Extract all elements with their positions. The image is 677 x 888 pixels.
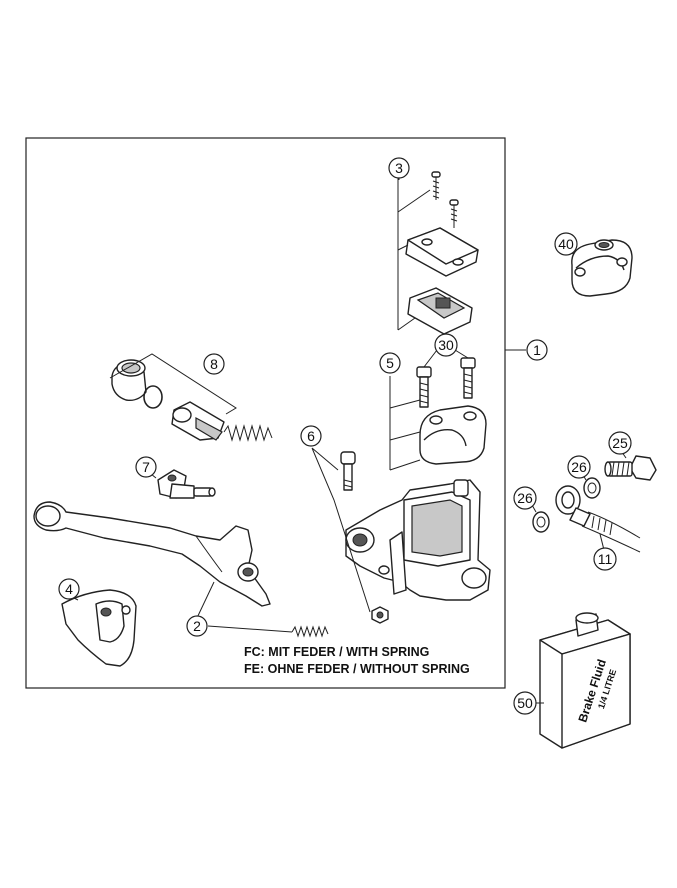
screw-3a — [431, 171, 441, 200]
svg-text:2: 2 — [193, 618, 201, 634]
callout-1: 1 — [526, 339, 548, 361]
assembly-frame — [25, 137, 506, 689]
bolt-30a — [416, 366, 432, 408]
svg-text:50: 50 — [517, 695, 533, 711]
part-3-reservoir-cover-group — [397, 171, 479, 335]
callout-26b: 26 — [513, 486, 537, 510]
svg-text:26: 26 — [571, 459, 587, 475]
bolt-30b — [460, 357, 476, 399]
note-fe: FE: OHNE FEDER / WITHOUT SPRING — [244, 662, 470, 676]
svg-text:25: 25 — [612, 435, 628, 451]
clamp-5 — [419, 405, 487, 465]
callout-25: 25 — [608, 431, 632, 455]
note-fc: FC: MIT FEDER / WITH SPRING — [244, 645, 429, 659]
callout-6: 6 — [300, 425, 322, 447]
svg-text:11: 11 — [598, 551, 613, 567]
callout-40: 40 — [554, 232, 578, 256]
screw-3b — [449, 199, 459, 228]
svg-text:1: 1 — [533, 342, 541, 358]
piston — [171, 401, 225, 441]
callout-3: 3 — [388, 157, 410, 179]
reservoir-diaphragm — [407, 287, 473, 335]
svg-text:30: 30 — [438, 337, 454, 353]
part-50-brake-fluid-bottle: Brake Fluid 1/4 LITRE — [539, 612, 631, 749]
callout-7: 7 — [135, 456, 157, 478]
part-6-pivot-bolt — [311, 447, 389, 624]
callout-26a: 26 — [567, 455, 591, 479]
callout-2: 2 — [186, 615, 208, 637]
callout-4: 4 — [58, 578, 80, 600]
svg-text:26: 26 — [517, 490, 533, 506]
svg-text:4: 4 — [65, 581, 73, 597]
part-25-banjo-bolt — [604, 455, 657, 481]
svg-text:7: 7 — [142, 459, 150, 475]
callout-30: 30 — [434, 333, 458, 357]
part-5-clamp-group — [389, 349, 487, 471]
svg-text:40: 40 — [558, 236, 574, 252]
part-26-washer-b — [532, 511, 550, 533]
part-7-adjuster — [157, 469, 216, 499]
callout-8: 8 — [203, 353, 225, 375]
part-26-washer-a — [583, 477, 601, 499]
dust-boot — [111, 359, 147, 402]
part-2-brake-lever — [33, 501, 271, 621]
svg-text:5: 5 — [386, 355, 394, 371]
circlip — [143, 385, 163, 409]
svg-text:3: 3 — [395, 160, 403, 176]
svg-text:6: 6 — [307, 428, 315, 444]
part-4-lever-guard — [61, 589, 137, 667]
callout-50: 50 — [513, 691, 537, 715]
spring — [223, 424, 273, 442]
reservoir-cap — [405, 227, 479, 277]
part-8-piston-kit — [109, 353, 273, 442]
part-1-master-cylinder-body — [345, 479, 491, 601]
callout-5: 5 — [379, 352, 401, 374]
part-40-handlebar-clamp — [571, 239, 633, 297]
part-11-brake-line — [555, 485, 641, 553]
callout-11: 11 — [593, 547, 617, 571]
svg-text:8: 8 — [210, 356, 218, 372]
lever-spring — [207, 625, 329, 638]
